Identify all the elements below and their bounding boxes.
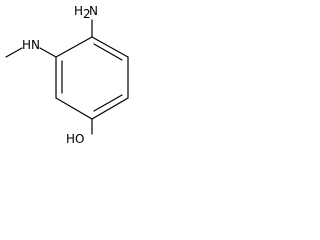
methylamino-h-label: H [22, 38, 31, 52]
ring-bond-top-left [55, 36, 93, 58]
hydroxyl-label: HO [66, 132, 84, 146]
molecule-structure: H 2 N H N HO [5, 4, 129, 146]
methylamino-n-label: N [31, 38, 40, 52]
ring-bond-bottom-left [55, 97, 93, 120]
substituent-bonds [5, 19, 93, 135]
ring-double-bond-top [93, 43, 123, 61]
amine-subscript-label: 2 [83, 7, 91, 21]
methyl-bond [5, 47, 23, 58]
structure-diagram: H 2 N H N HO [0, 0, 147, 155]
amine-h-label: H [74, 4, 83, 18]
ring-double-bond-bottom [93, 94, 123, 112]
amine-n-label: N [89, 4, 98, 18]
benzene-ring [55, 36, 129, 120]
ring-bond-bottom-right [91, 97, 129, 120]
ring-bond-top [91, 36, 129, 58]
methylamino-bond [39, 47, 57, 58]
